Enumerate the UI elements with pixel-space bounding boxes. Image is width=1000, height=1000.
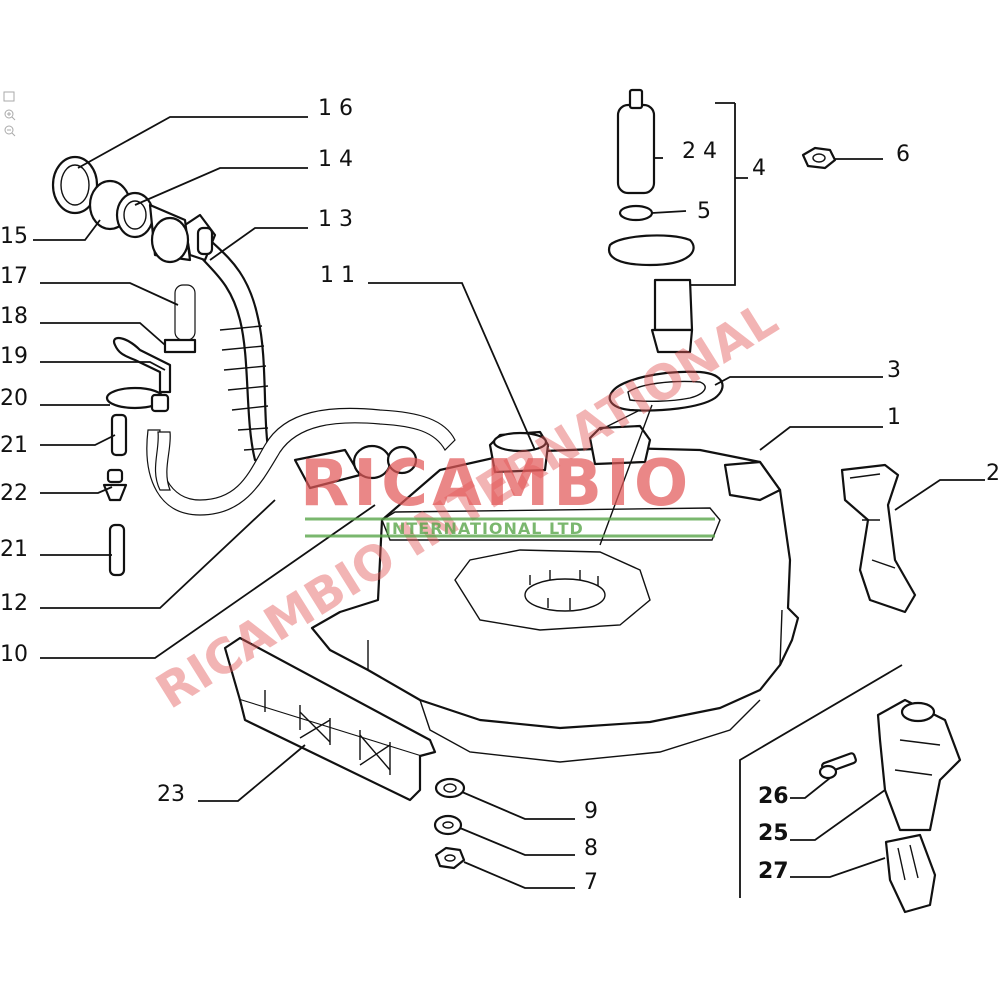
callout-13: 1 3 xyxy=(318,207,353,232)
viewer-toolbar xyxy=(3,91,16,137)
nut-7 xyxy=(434,846,466,870)
group-separator xyxy=(739,664,903,898)
zoom-out-icon[interactable] xyxy=(4,125,16,137)
nut-6 xyxy=(801,146,837,170)
callout-22: 22 xyxy=(0,481,28,506)
washer-8 xyxy=(433,814,463,836)
callout-21-upper: 21 xyxy=(0,433,28,458)
bracket-2 xyxy=(840,463,917,614)
callout-12: 12 xyxy=(0,591,28,616)
fullscreen-icon[interactable] xyxy=(3,91,15,102)
callout-4: 4 xyxy=(752,156,766,181)
vent-hoses xyxy=(102,284,197,577)
callout-25: 25 xyxy=(758,821,789,846)
watermark-main: RICAMBIO xyxy=(300,447,692,521)
filler-neck-hose xyxy=(183,213,272,464)
callout-5: 5 xyxy=(697,199,711,224)
callout-14: 1 4 xyxy=(318,147,353,172)
callout-9: 9 xyxy=(584,799,598,824)
callout-6: 6 xyxy=(896,142,910,167)
callout-26: 26 xyxy=(758,784,789,809)
callout-16: 1 6 xyxy=(318,96,353,121)
callout-19: 19 xyxy=(0,344,28,369)
callout-23: 23 xyxy=(157,782,185,807)
callout-20: 20 xyxy=(0,386,28,411)
callout-15: 15 xyxy=(0,224,28,249)
callout-3: 3 xyxy=(887,358,901,383)
fuel-pump-assembly xyxy=(607,88,695,354)
callout-27: 27 xyxy=(758,859,789,884)
leader-lines xyxy=(33,102,985,889)
pump-gasket xyxy=(608,370,724,412)
callout-11: 1 1 xyxy=(320,263,355,288)
callout-8: 8 xyxy=(584,836,598,861)
callout-17: 17 xyxy=(0,264,28,289)
filler-cap-assembly xyxy=(51,155,192,264)
washer-9 xyxy=(434,777,466,799)
callout-18: 18 xyxy=(0,304,28,329)
callout-7: 7 xyxy=(584,870,598,895)
callout-10: 10 xyxy=(0,642,28,667)
callout-1: 1 xyxy=(887,405,901,430)
long-hose xyxy=(146,407,456,516)
connector-27 xyxy=(884,833,937,914)
callout-24: 2 4 xyxy=(682,139,717,164)
screw-26 xyxy=(818,752,857,780)
inertia-switch xyxy=(876,698,962,832)
zoom-in-icon[interactable] xyxy=(4,109,16,121)
watermark-sub: INTERNATIONAL LTD xyxy=(385,519,584,538)
tank-support-frame xyxy=(223,636,437,802)
callout-labels: 1 6 1 4 1 3 15 17 18 19 20 21 22 21 12 1… xyxy=(0,96,1000,895)
callout-2: 2 xyxy=(986,461,1000,486)
callout-21-lower: 21 xyxy=(0,537,28,562)
